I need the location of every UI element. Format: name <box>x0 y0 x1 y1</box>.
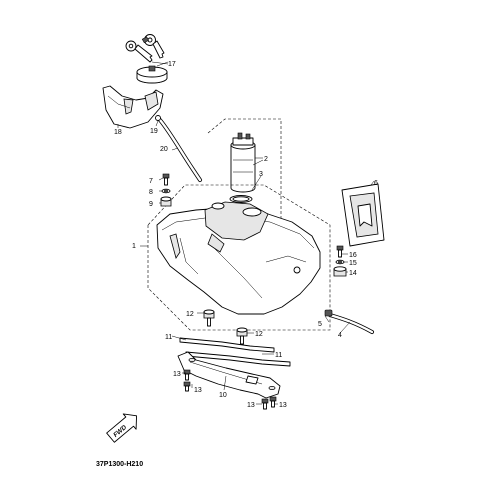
callout-11b: 11 <box>275 352 282 359</box>
callout-10: 10 <box>219 392 227 399</box>
callout-20: 20 <box>160 146 168 153</box>
callout-12b: 12 <box>255 331 263 338</box>
callout-6: 6 <box>374 180 378 187</box>
callout-19: 19 <box>150 128 158 135</box>
pump-outline <box>207 118 282 227</box>
grommet-left <box>160 196 172 207</box>
callout-4: 4 <box>338 332 342 339</box>
bracket-bolt-a <box>203 309 215 327</box>
callout-13c: 13 <box>247 402 255 409</box>
pump-gasket <box>229 195 253 203</box>
fwd-arrow-icon: FWD <box>106 413 138 443</box>
callout-18: 18 <box>114 129 122 136</box>
bolt-left <box>162 173 170 186</box>
grommet-right <box>333 266 347 277</box>
callout-16: 16 <box>349 252 357 259</box>
tank-band-upper <box>179 337 275 353</box>
fuel-cap <box>136 65 168 84</box>
tank-band-lower <box>185 351 291 367</box>
callout-13b: 13 <box>194 387 202 394</box>
callout-12a: 12 <box>186 311 194 318</box>
diagram-code: 37P1300-H210 <box>96 461 143 468</box>
callout-1: 1 <box>132 243 136 250</box>
callout-14: 14 <box>349 270 357 277</box>
callout-13a: 13 <box>173 371 181 378</box>
callout-11a: 11 <box>165 334 172 341</box>
keys-icon <box>125 34 165 63</box>
callout-3: 3 <box>259 171 263 178</box>
fuel-line <box>324 309 374 334</box>
fuel-tank <box>156 201 321 315</box>
callout-13d: 13 <box>279 402 287 409</box>
tank-outline <box>147 184 331 331</box>
callout-labels: 17 18 19 20 2 3 1 7 8 9 6 16 15 14 5 4 1… <box>114 61 378 409</box>
fuel-pump <box>230 132 256 193</box>
tank-bracket <box>177 351 281 399</box>
bolt-lower-left-b <box>183 381 191 392</box>
washer-right <box>335 259 345 265</box>
callout-15: 15 <box>349 260 357 267</box>
callout-17: 17 <box>168 61 176 68</box>
breather-hose <box>155 115 202 182</box>
bracket-bolt-b <box>236 327 248 345</box>
bolt-right <box>336 245 344 258</box>
washer-left <box>161 188 171 194</box>
tank-cover <box>341 183 385 247</box>
bolt-lower-right-b <box>269 396 277 408</box>
callout-2: 2 <box>264 156 268 163</box>
cap-cover <box>102 85 164 129</box>
callout-9: 9 <box>149 201 153 208</box>
bolt-lower-right-a <box>261 398 269 410</box>
callout-7: 7 <box>149 178 153 185</box>
callout-5: 5 <box>318 321 322 328</box>
bolt-lower-left-a <box>183 369 191 381</box>
callout-8: 8 <box>149 189 153 196</box>
leader-lines <box>117 61 375 405</box>
